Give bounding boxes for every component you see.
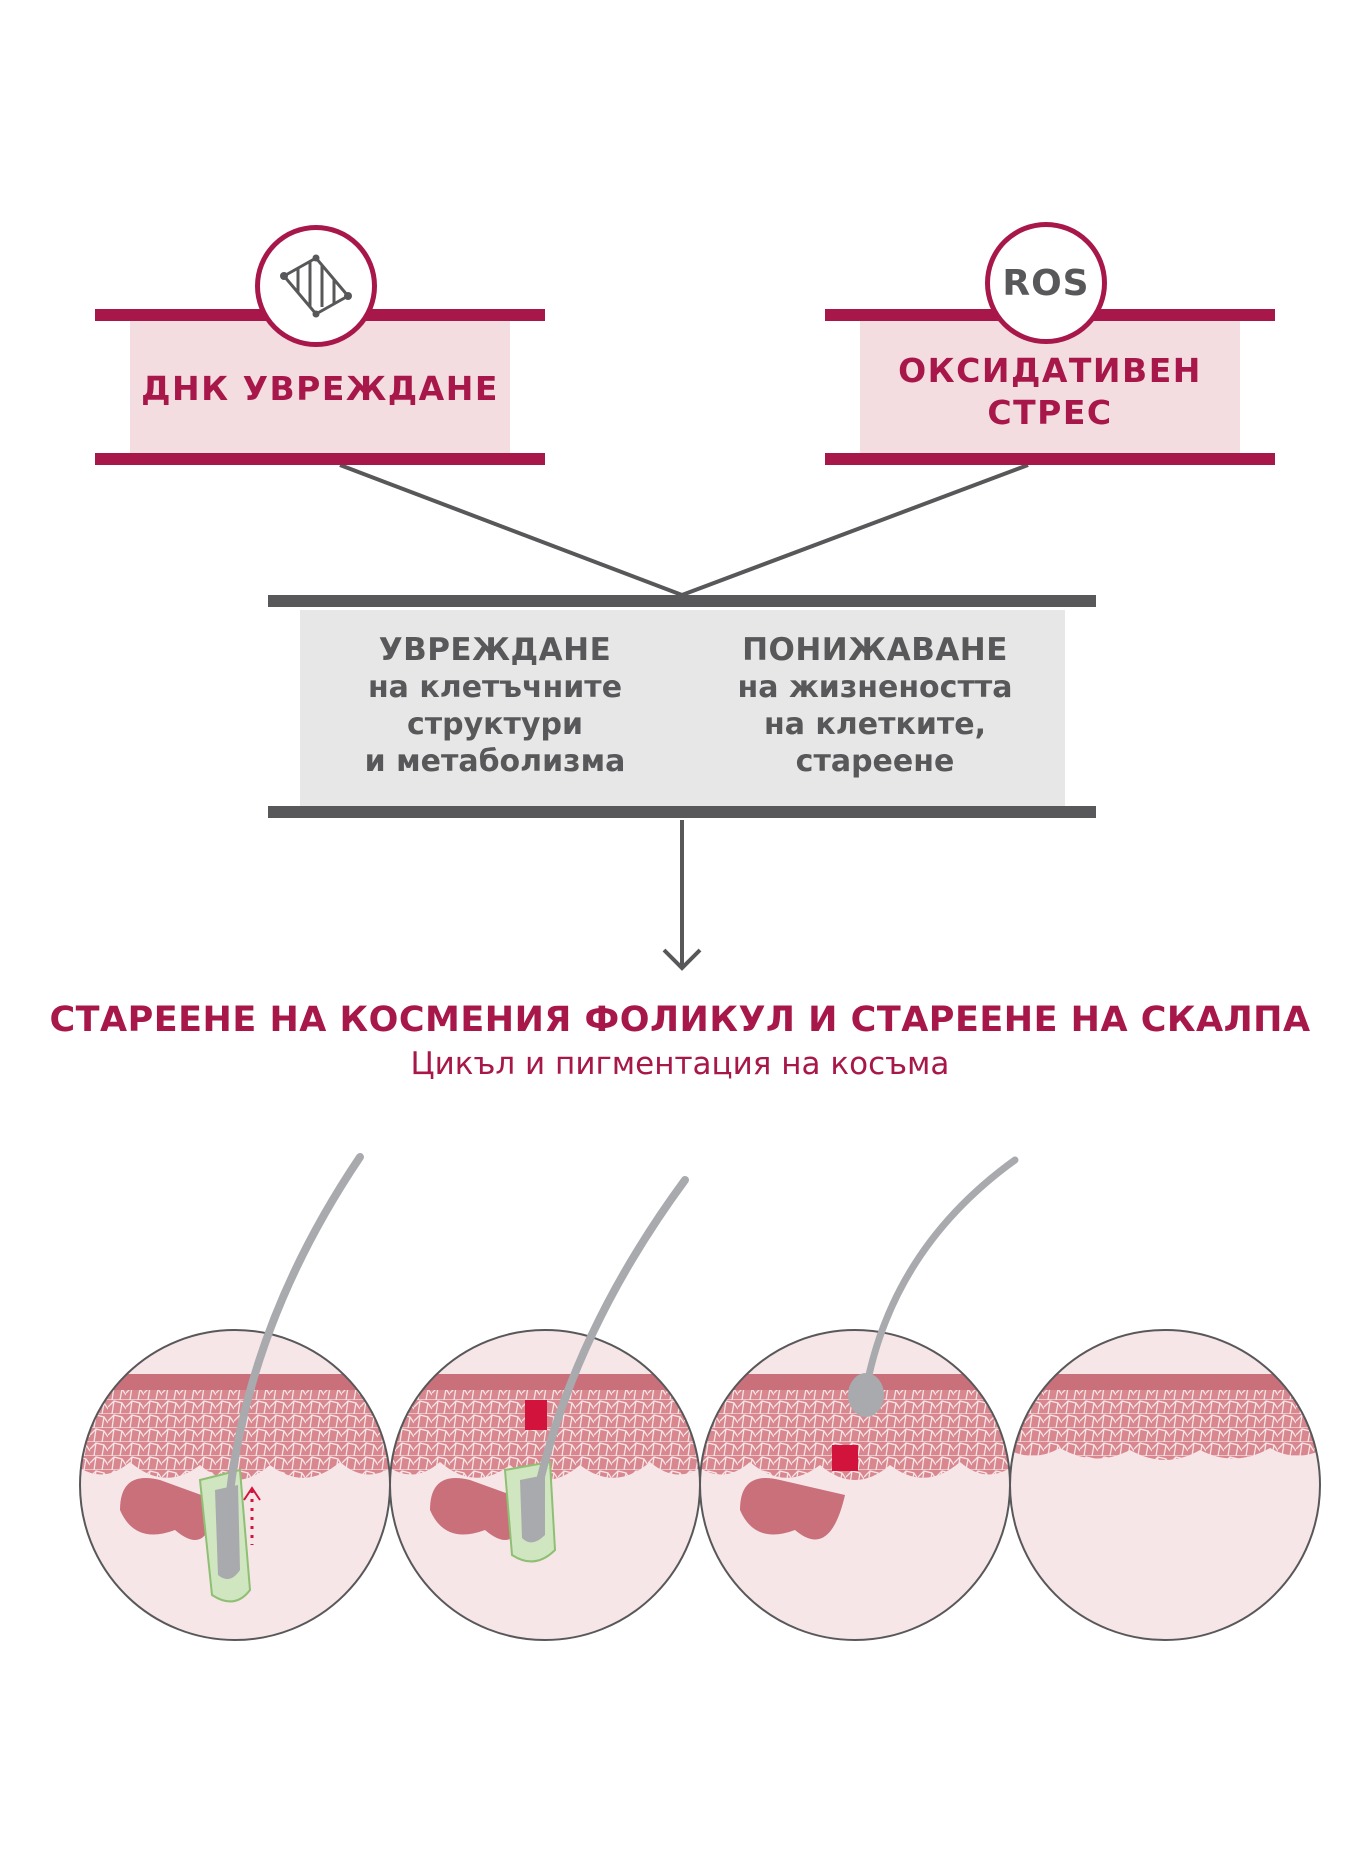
oxidative-stress-label: ОКСИДАТИВЕН СТРЕС [898, 351, 1202, 432]
dna-damage-bottom-bar [95, 453, 545, 465]
follicle-stage-1 [79, 1153, 391, 1641]
cell-vitality-text: ПОНИЖАВАНЕ на жизнеността на клетките, с… [705, 632, 1045, 780]
follicle-stage-2 [389, 1176, 701, 1641]
connector-left [339, 463, 683, 597]
cell-vitality-body: на жизнеността на клетките, стареене [737, 670, 1013, 779]
cell-damage-text: УВРЕЖДАНЕ на клетъчните структури и мета… [330, 632, 660, 780]
cell-vitality-heading: ПОНИЖАВАНЕ [742, 632, 1008, 668]
arrow-head-icon [662, 948, 702, 971]
effects-bottom-bar [268, 806, 1096, 818]
oxidative-stress-bottom-bar [825, 453, 1275, 465]
connector-right [681, 463, 1029, 597]
ros-badge: ROS [985, 222, 1107, 344]
result-subtitle: Цикъл и пигментация на косъма [410, 1046, 950, 1082]
dna-icon [280, 254, 352, 318]
follicle-stage-4 [1009, 1329, 1321, 1641]
effects-top-bar [268, 595, 1096, 607]
effects-box [300, 610, 1065, 806]
cell-damage-body: на клетъчните структури и метаболизма [364, 670, 626, 779]
cell-damage-heading: УВРЕЖДАНЕ [378, 632, 612, 668]
dna-damage-label: ДНК УВРЕЖДАНЕ [141, 369, 499, 408]
follicle-stage-3 [699, 1156, 1019, 1641]
ros-badge-text: ROS [1002, 262, 1090, 304]
result-title: СТАРЕЕНЕ НА КОСМЕНИЯ ФОЛИКУЛ И СТАРЕЕНЕ … [49, 1000, 1311, 1040]
dna-badge [255, 225, 377, 347]
